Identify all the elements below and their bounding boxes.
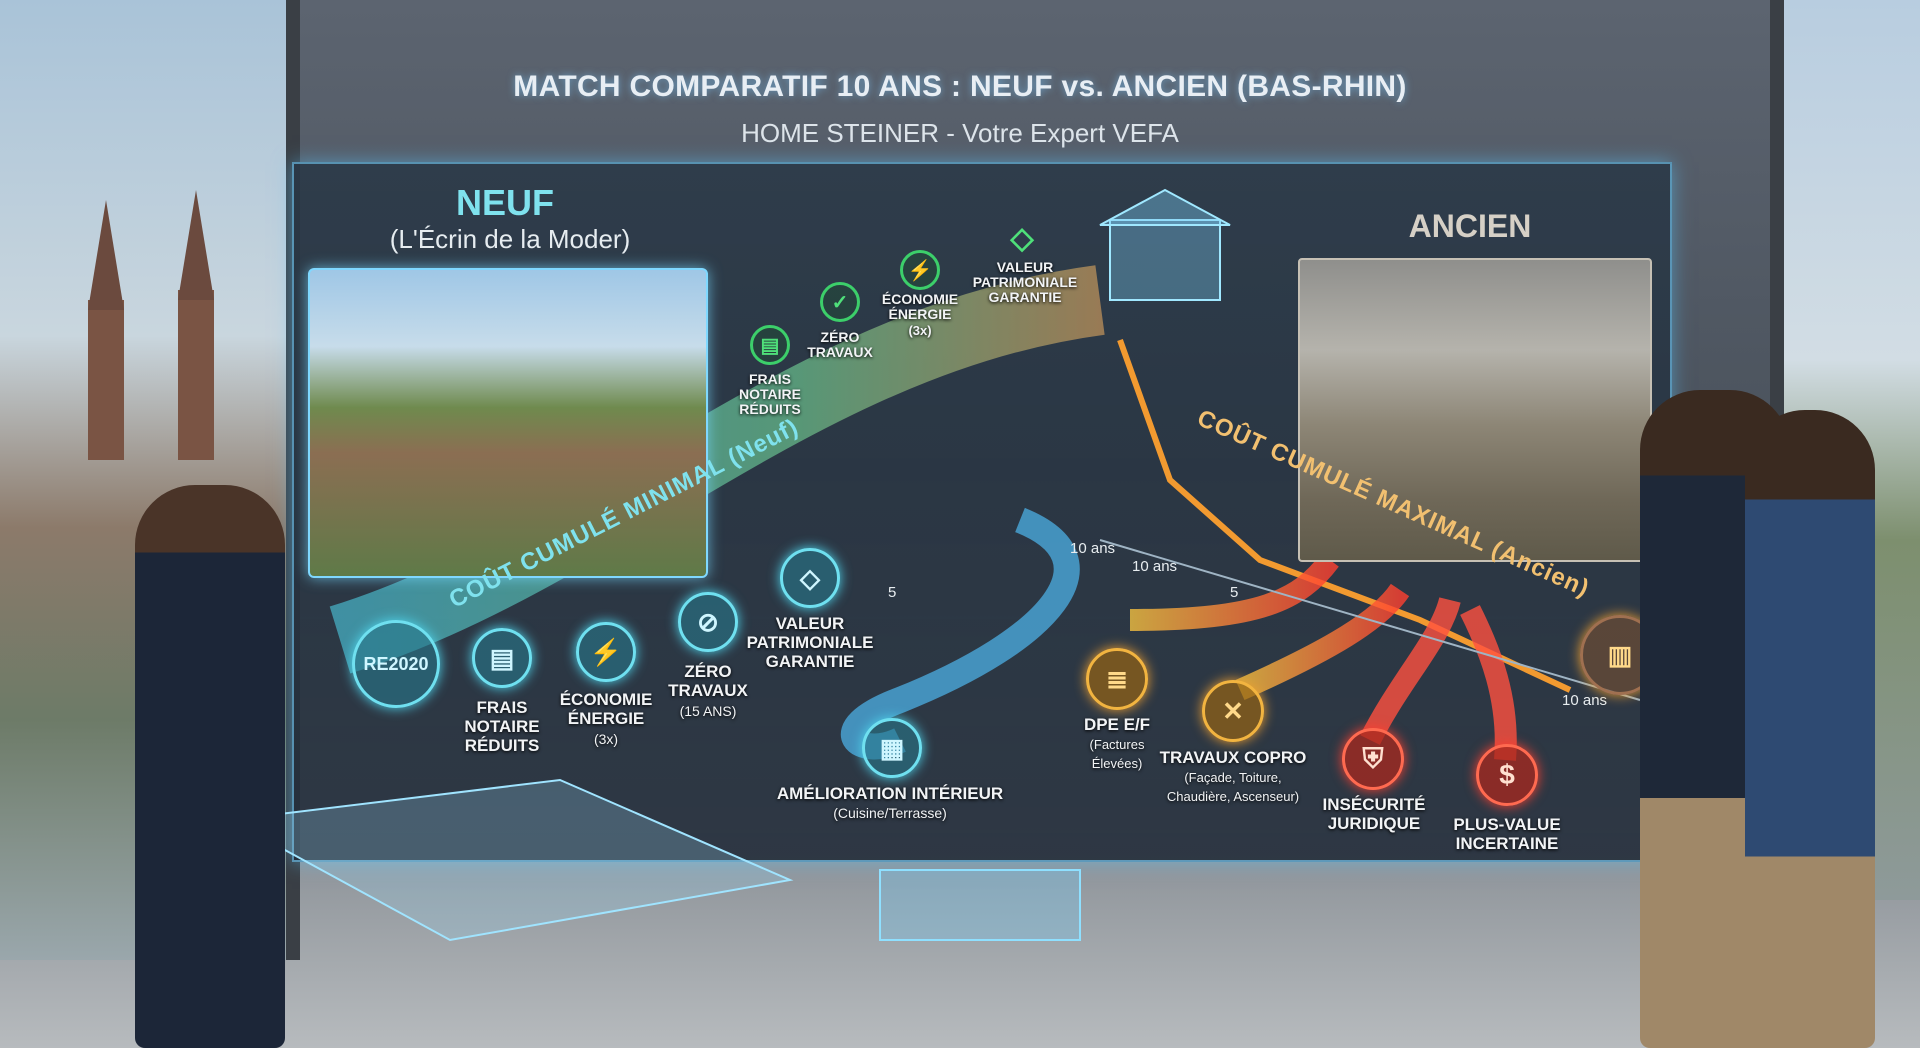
house-roof	[1099, 188, 1231, 226]
kitchen-icon: ▦	[862, 718, 922, 778]
bottom-benefit-label: VALEUR PATRIMONIALE GARANTIE	[746, 614, 874, 671]
ancien-flow-4	[1460, 605, 1517, 761]
bottom-benefit-label: AMÉLIORATION INTÉRIEUR	[776, 784, 1004, 803]
ancien-title: ANCIEN	[1408, 208, 1532, 244]
hologram-table	[226, 778, 794, 942]
top-benefit-label: VALEUR PATRIMONIALE GARANTIE	[972, 259, 1078, 305]
bottom-benefit-note: (Cuisine/Terrasse)	[833, 805, 947, 821]
top-benefit-label: ZÉRO TRAVAUX	[807, 329, 873, 360]
cost-note: (Factures Élevées)	[1089, 737, 1145, 771]
axis-label-10-ans: 10 ans	[1132, 558, 1178, 575]
cost-label: PLUS-VALUE INCERTAINE	[1453, 815, 1561, 853]
ancien-building-image	[1298, 258, 1652, 562]
bottom-benefit-note: (15 ANS)	[679, 703, 737, 719]
axis-line	[1099, 539, 1641, 701]
diamond-icon: ◇	[1010, 221, 1034, 255]
cost-note: (Façade, Toiture, Chaudière, Ascenseur)	[1166, 770, 1300, 804]
ancien-flow-2	[1235, 583, 1410, 701]
ancien-flow-1	[1129, 553, 1339, 631]
page-subtitle: HOME STEINER - Votre Expert VEFA	[741, 118, 1179, 148]
hologram-pedestal	[879, 869, 1081, 941]
axis-label-10-ans: 10 ans	[1070, 540, 1116, 557]
document-icon: ▤	[472, 628, 532, 688]
check-badge-icon: ✓	[820, 282, 860, 322]
tools-icon: ✕	[1202, 680, 1264, 742]
top-benefit-label: ÉCONOMIE ÉNERGIE	[881, 291, 959, 322]
axis-label-10-ans: 10 ans	[1562, 692, 1608, 709]
bottom-benefit-label: ÉCONOMIE ÉNERGIE	[559, 690, 653, 728]
bottom-benefit-label: FRAIS NOTAIRE RÉDUITS	[464, 698, 540, 755]
neuf-subtitle: (L'Écrin de la Moder)	[389, 224, 631, 254]
cost-label: INSÉCURITÉ JURIDIQUE	[1322, 795, 1426, 833]
top-benefit-label: FRAIS NOTAIRE RÉDUITS	[739, 371, 801, 417]
lightning-icon: ⚡	[900, 250, 940, 290]
neuf-path	[841, 507, 1080, 760]
church-tower	[178, 290, 214, 460]
document-icon: ▤	[750, 325, 790, 365]
diamond-icon: ◇	[780, 548, 840, 608]
client-man	[1745, 410, 1875, 1048]
ancien-flow-3	[1360, 596, 1461, 745]
re2020-badge: RE2020	[352, 620, 440, 708]
church-tower	[88, 300, 124, 460]
energy-rating-icon: ≣	[1086, 648, 1148, 710]
neuf-building-image	[308, 268, 708, 578]
shield-icon: ⛨	[1342, 728, 1404, 790]
presenter-woman	[135, 485, 285, 1048]
neuf-title: NEUF	[456, 182, 554, 223]
no-entry-icon: ⊘	[678, 592, 738, 652]
lightning-icon: ⚡	[576, 622, 636, 682]
axis-label-5: 5	[888, 584, 897, 601]
bottom-benefit-label: ZÉRO TRAVAUX	[668, 662, 748, 700]
house-hologram	[1109, 219, 1221, 301]
church-spire	[178, 190, 214, 300]
dollar-icon: $	[1476, 744, 1538, 806]
cost-label: TRAVAUX COPRO	[1159, 748, 1307, 767]
cost-label: DPE E/F	[1083, 715, 1151, 734]
page-title: MATCH COMPARATIF 10 ANS : NEUF vs. ANCIE…	[513, 70, 1407, 103]
bottom-benefit-note: (3x)	[593, 731, 619, 747]
top-benefit-note: (3x)	[908, 323, 932, 338]
axis-label-5: 5	[1230, 584, 1239, 601]
ancien-cost-curve	[1117, 338, 1572, 693]
church-spire	[88, 200, 124, 310]
